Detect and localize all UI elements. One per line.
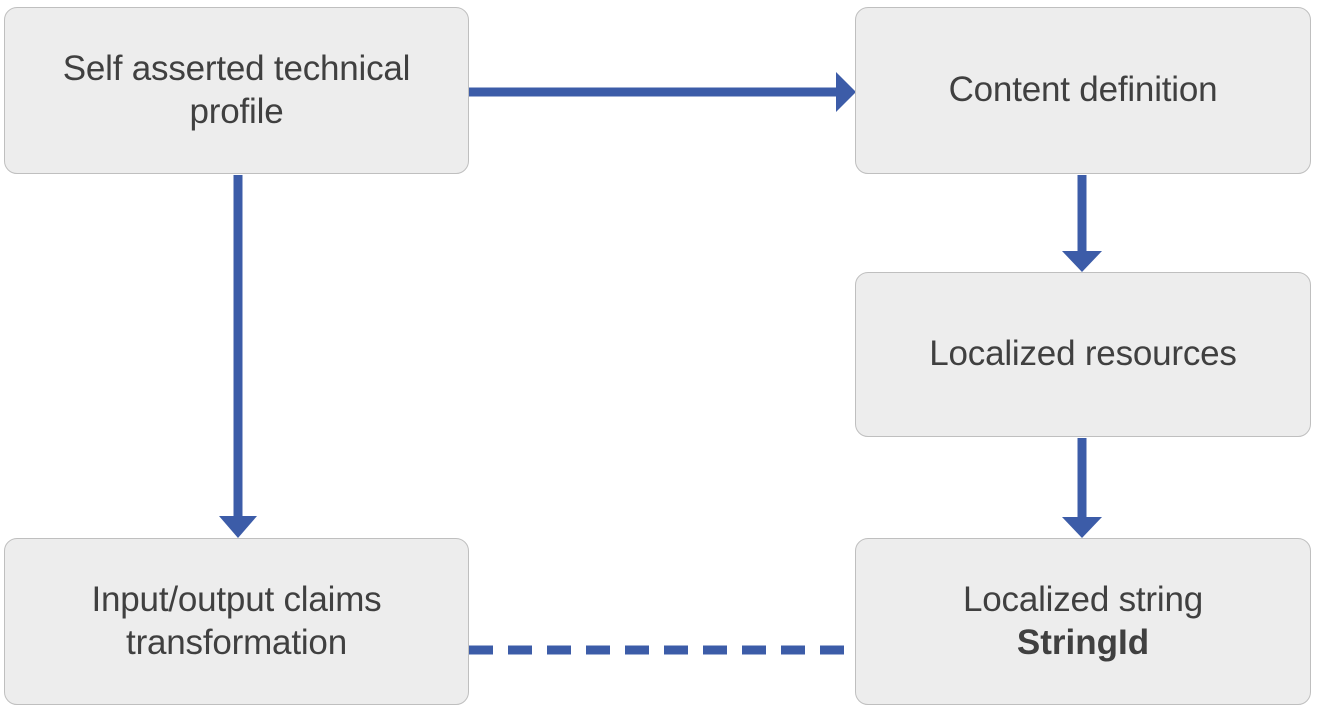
node-localized-string[interactable]: Localized string StringId bbox=[855, 538, 1311, 705]
node-self-asserted-technical-profile[interactable]: Self asserted technical profile bbox=[4, 7, 469, 174]
node-label: Localized resources bbox=[929, 334, 1237, 374]
node-label-group: Localized string StringId bbox=[856, 579, 1310, 664]
node-label: Input/output claims transformation bbox=[91, 579, 382, 662]
connector-localized-resources-to-localized-string bbox=[1062, 438, 1102, 538]
node-label: Content definition bbox=[948, 70, 1218, 110]
node-content-definition[interactable]: Content definition bbox=[855, 7, 1311, 174]
connector-content-definition-to-localized-resources bbox=[1062, 175, 1102, 272]
node-label: Localized string bbox=[963, 579, 1203, 619]
node-label: Self asserted technical profile bbox=[62, 48, 411, 131]
connector-self-asserted-to-content-definition bbox=[469, 72, 856, 112]
node-localized-resources[interactable]: Localized resources bbox=[855, 272, 1311, 437]
connector-self-asserted-to-claims-transformation bbox=[219, 175, 257, 538]
node-sublabel-string-id: StringId bbox=[1016, 622, 1150, 662]
node-input-output-claims-transformation[interactable]: Input/output claims transformation bbox=[4, 538, 469, 705]
